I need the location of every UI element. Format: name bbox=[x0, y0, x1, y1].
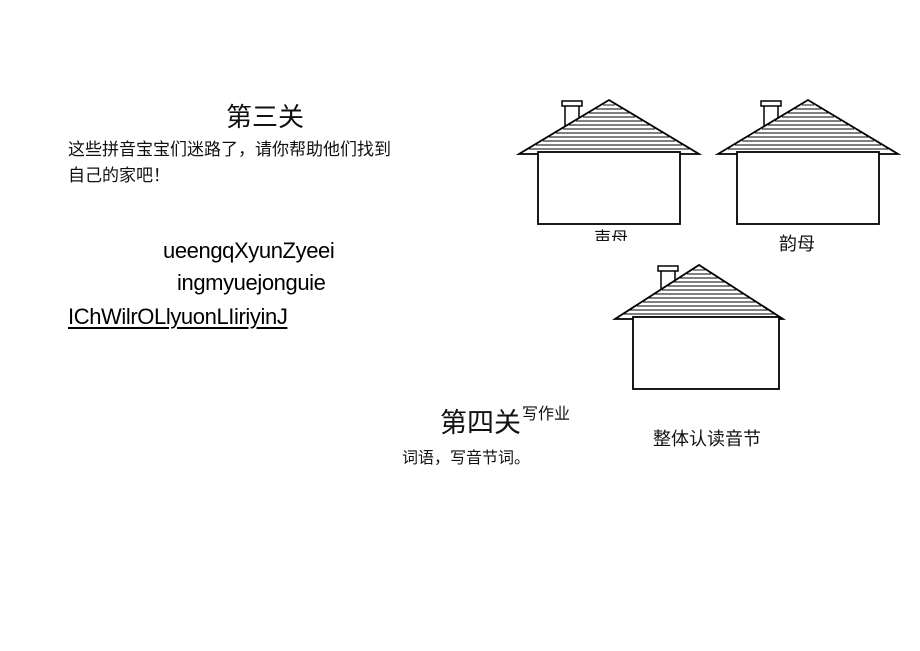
house-icon bbox=[611, 263, 787, 390]
level3-instruction-line1: 这些拼音宝宝们迷路了，请你帮助他们找到 bbox=[68, 140, 391, 160]
homework-label: 写作业 bbox=[522, 404, 571, 423]
level3-title: 第三关 bbox=[226, 103, 305, 133]
house-yunmu bbox=[714, 98, 902, 225]
level3-instruction-line2: 自己的家吧！ bbox=[68, 166, 170, 186]
house-icon bbox=[515, 98, 703, 225]
house-shengmu bbox=[515, 98, 703, 225]
pinyin-line-3: IChWilrOLlyuonLIiriyinJ bbox=[68, 304, 288, 329]
house-label-zhengti-rendu-yinjie: 整体认读音节 bbox=[653, 429, 761, 450]
house-zhengti-rendu-yinjie bbox=[611, 263, 787, 390]
level4-instruction: 词语，写音节词。 bbox=[402, 448, 531, 467]
house-icon bbox=[714, 98, 902, 225]
pinyin-line-1: ueengqXyunZyeei bbox=[163, 238, 335, 263]
house-label-shengmu: 声母 bbox=[594, 229, 628, 241]
level4-title: 第四关 bbox=[440, 408, 521, 439]
house-label-yunmu: 韵母 bbox=[779, 234, 815, 255]
pinyin-line-2: ingmyuejonguie bbox=[177, 270, 326, 295]
